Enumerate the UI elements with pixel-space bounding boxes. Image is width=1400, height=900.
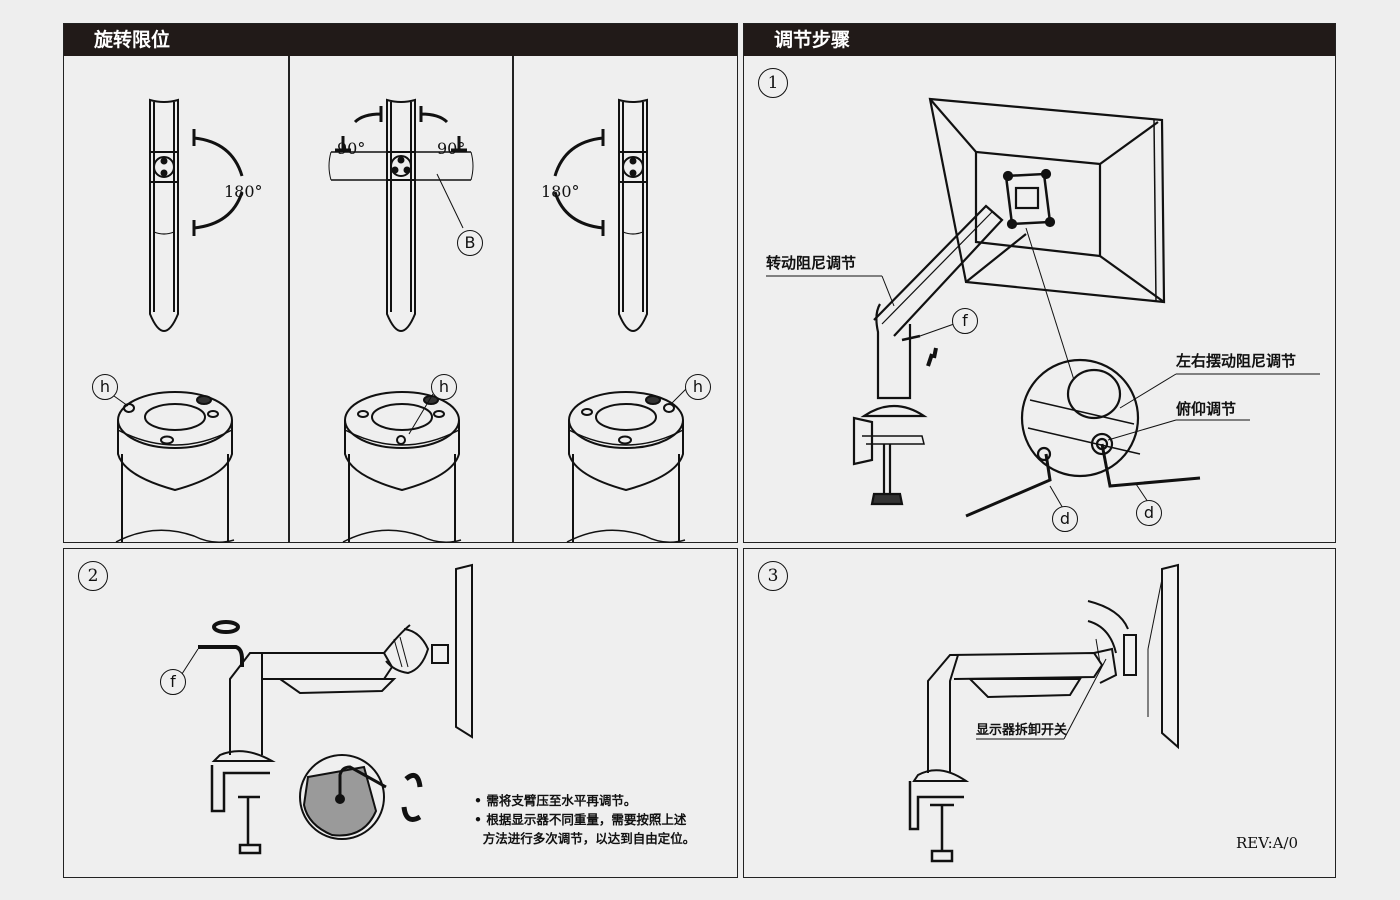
arm-top-view-illustration — [149, 98, 244, 332]
adjustment-steps-panel: 调节步骤 1 — [743, 23, 1336, 543]
arm-cross-bar-illustration — [328, 98, 474, 332]
rotation-limit-title: 旋转限位 — [64, 24, 737, 56]
label-monitor-release-switch: 显示器拆卸开关 — [976, 723, 1068, 738]
swivel-base-illustration — [342, 391, 462, 543]
label-swing-damping: 左右摆动阻尼调节 — [1176, 352, 1297, 370]
callout-f: f — [952, 308, 978, 334]
step-3-number: 3 — [758, 561, 788, 591]
angle-label-90-left: 90° — [337, 139, 366, 158]
arm-side-view-hand-illustration — [179, 563, 473, 855]
step-2-panel: 2 — [63, 548, 738, 878]
rotation-cell-180-right: 180° h — [64, 56, 288, 543]
rotation-limit-panel: 旋转限位 180° — [63, 23, 738, 543]
rotation-cell-90-both: 90° 90° B h — [289, 56, 513, 543]
monitor-arm-rear-view-illustration — [766, 97, 1320, 518]
note-line: • 根据显示器不同重量，需要按照上述 — [474, 812, 687, 827]
step-3-panel: 3 显示器拆卸开关 REV:A/0 — [743, 548, 1336, 878]
step-1-number: 1 — [758, 68, 788, 98]
label-tilt-adjust: 俯仰调节 — [1176, 400, 1237, 418]
divider — [288, 56, 290, 542]
callout-h: h — [685, 374, 711, 400]
angle-label-90-right: 90° — [437, 139, 466, 158]
swivel-base-illustration — [113, 391, 235, 543]
angle-label-180: 180° — [541, 182, 580, 201]
callout-f: f — [160, 669, 186, 695]
angle-label-180: 180° — [224, 182, 263, 201]
callout-d: d — [1052, 506, 1078, 532]
step-2-number: 2 — [78, 561, 108, 591]
divider — [512, 56, 514, 542]
rotation-cell-180-left: 180° h — [513, 56, 737, 543]
swivel-base-illustration — [566, 385, 690, 543]
monitor-release-illustration — [908, 563, 1179, 863]
label-rotation-damping: 转动阻尼调节 — [766, 254, 857, 272]
note-line: • 需将支臂压至水平再调节。 — [474, 793, 637, 808]
note-line: 方法进行多次调节，以达到自由定位。 — [474, 831, 696, 846]
adjustment-steps-title: 调节步骤 — [744, 24, 1335, 56]
callout-b: B — [457, 230, 483, 256]
revision-label: REV:A/0 — [1236, 834, 1299, 852]
callout-h: h — [431, 374, 457, 400]
callout-h: h — [92, 374, 118, 400]
callout-d: d — [1136, 500, 1162, 526]
arm-top-view-illustration — [553, 98, 648, 332]
